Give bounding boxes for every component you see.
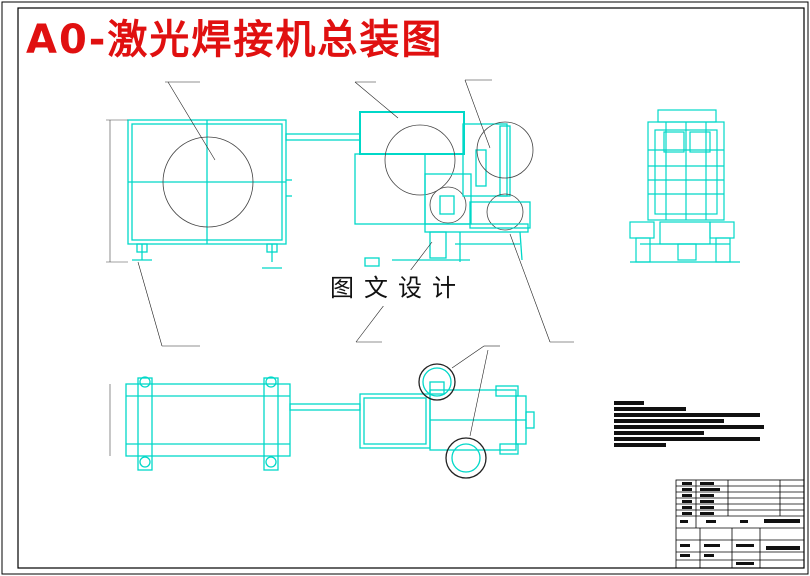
top-view-machine [359, 363, 535, 479]
top-view-cabinet [109, 376, 361, 471]
front-view-dimensions [106, 119, 128, 263]
front-view-machine [354, 111, 534, 267]
drawing-title: A0-激光焊接机总装图 [26, 17, 444, 63]
front-view-cabinet [127, 119, 361, 269]
watermark-text: 图文设计 [318, 270, 478, 306]
title-block [675, 479, 805, 569]
technical-notes [614, 401, 764, 447]
title-block-text [680, 482, 800, 565]
side-view [629, 109, 740, 263]
